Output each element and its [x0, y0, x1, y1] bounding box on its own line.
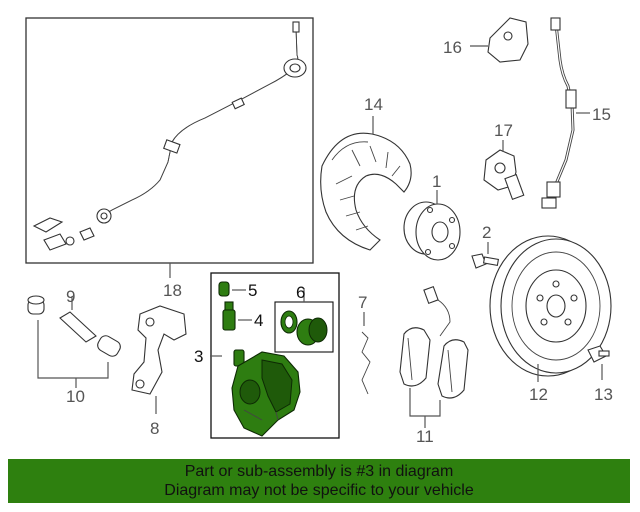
- callout-17: 17: [494, 121, 513, 140]
- callout-3: 3: [194, 347, 203, 366]
- part-11-brake-pads[interactable]: [399, 286, 469, 428]
- callout-6: 6: [296, 283, 305, 302]
- part-9-10-guide-pins[interactable]: [27, 295, 123, 388]
- callout-11: 11: [416, 427, 434, 446]
- info-banner: Part or sub-assembly is #3 in diagram Di…: [8, 459, 630, 503]
- callout-16: 16: [443, 38, 462, 57]
- callout-5: 5: [248, 281, 257, 300]
- callout-1: 1: [432, 172, 441, 191]
- callout-8: 8: [150, 419, 159, 438]
- callout-7: 7: [358, 293, 367, 312]
- callout-12: 12: [529, 385, 548, 404]
- callout-13: 13: [594, 385, 613, 404]
- part-14-dust-shield[interactable]: [320, 116, 412, 251]
- part-1-wheel-hub[interactable]: [403, 190, 461, 261]
- callout-14: 14: [364, 95, 383, 114]
- part-8-caliper-bracket[interactable]: [131, 305, 187, 414]
- part-4-bleeder-screw[interactable]: [222, 301, 252, 331]
- callout-15: 15: [592, 105, 611, 124]
- callout-2: 2: [482, 223, 491, 242]
- part-15-brake-hose[interactable]: [541, 17, 590, 209]
- banner-line-1: Part or sub-assembly is #3 in diagram: [184, 463, 454, 480]
- banner-line-2: Diagram may not be specific to your vehi…: [164, 482, 474, 499]
- part-6-seal-kit[interactable]: [274, 288, 334, 353]
- callout-9: 9: [66, 287, 75, 306]
- part-2-bolt[interactable]: [471, 242, 500, 269]
- part-16-bracket[interactable]: [470, 17, 529, 63]
- callout-10: 10: [66, 387, 85, 406]
- part-3-brake-caliper[interactable]: [210, 349, 301, 437]
- part-13-rotor-screw[interactable]: [587, 345, 610, 380]
- part-5-bleeder-cap[interactable]: [218, 281, 246, 297]
- callout-18: 18: [163, 281, 182, 300]
- brake-parts-diagram: 18 16 15 14 17: [25, 17, 613, 446]
- part-7-spring-clip[interactable]: [361, 312, 371, 395]
- part-17-speed-sensor[interactable]: [483, 140, 525, 201]
- callout-4: 4: [254, 311, 263, 330]
- part-18-wear-sensor-harness[interactable]: [25, 17, 314, 278]
- part-12-brake-rotor[interactable]: [489, 235, 612, 382]
